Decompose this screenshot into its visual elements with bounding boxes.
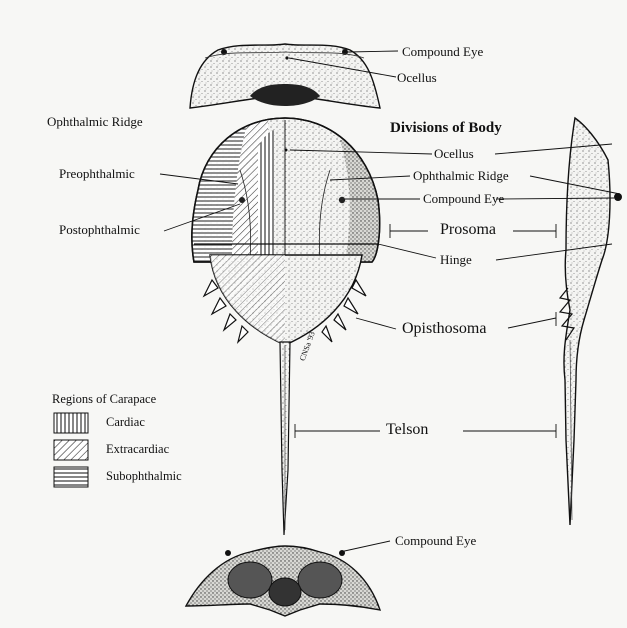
legend-swatch-extracardiac	[54, 440, 88, 460]
front-view-top	[190, 44, 380, 108]
label-ophthalmic-ridge-right: Ophthalmic Ridge	[413, 168, 509, 183]
label-bottom-compound-eye: Compound Eye	[395, 533, 476, 548]
label-preophthalmic: Preophthalmic	[59, 166, 135, 181]
label-postophthalmic: Postophthalmic	[59, 222, 140, 237]
label-top-compound-eye: Compound Eye	[402, 44, 483, 59]
dorsal-view	[190, 118, 390, 535]
diagram-title: Divisions of Body	[390, 119, 502, 137]
legend-swatch-subophthalmic	[54, 467, 88, 487]
label-hinge: Hinge	[440, 252, 472, 267]
legend-swatches	[54, 413, 88, 487]
label-compound-eye-right: Compound Eye	[423, 191, 504, 206]
label-ocellus: Ocellus	[434, 146, 474, 161]
legend-item-subophthalmic: Subophthalmic	[106, 469, 182, 484]
label-prosoma: Prosoma	[440, 221, 496, 239]
legend-item-extracardiac: Extracardiac	[106, 442, 169, 457]
label-ophthalmic-ridge-left: Ophthalmic Ridge	[47, 114, 143, 129]
label-opisthosoma: Opisthosoma	[402, 320, 486, 338]
ventral-view	[186, 546, 380, 616]
label-telson: Telson	[386, 421, 428, 439]
lateral-view	[560, 118, 622, 525]
legend-title: Regions of Carapace	[52, 392, 156, 407]
legend-item-cardiac: Cardiac	[106, 415, 145, 430]
label-top-ocellus: Ocellus	[397, 70, 437, 85]
legend-swatch-cardiac	[54, 413, 88, 433]
